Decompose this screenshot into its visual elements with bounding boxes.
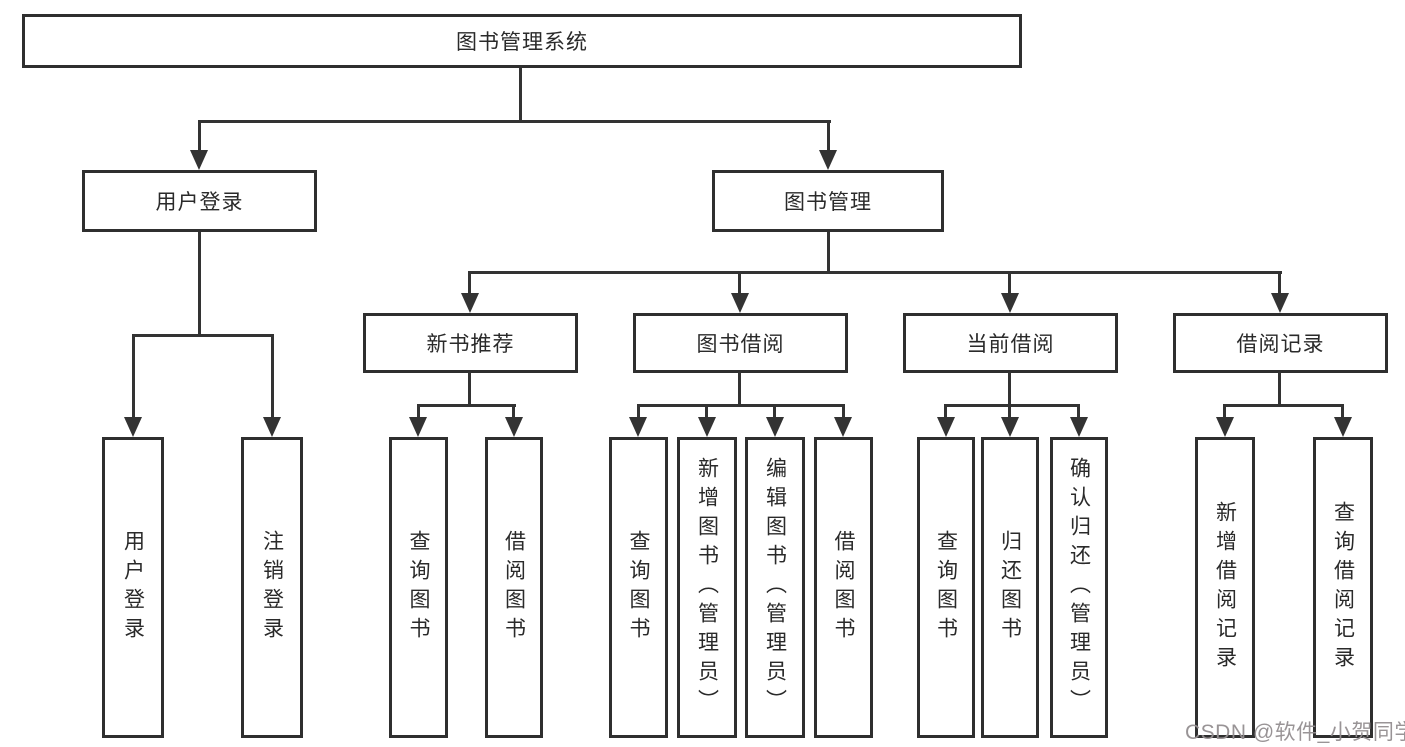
connector-line — [944, 404, 1080, 407]
leaf-edit-books-admin: 编辑图书（管理员） — [745, 437, 805, 738]
node-label: 确认归还（管理员） — [1067, 457, 1091, 718]
node-user-login: 用户登录 — [82, 170, 317, 232]
arrow-down-icon — [1001, 417, 1019, 437]
node-label: 用户登录 — [155, 191, 244, 214]
connector-line — [944, 404, 947, 418]
leaf-borrow-books-recommend: 借阅图书 — [485, 437, 543, 738]
arrow-down-icon — [1271, 293, 1289, 313]
csdn-watermark: CSDN @软件_小贺同学 — [1185, 721, 1405, 744]
connector-line — [842, 404, 845, 418]
arrow-down-icon — [731, 293, 749, 313]
node-book-borrowing: 图书借阅 — [633, 313, 848, 373]
leaf-add-books-admin: 新增图书（管理员） — [677, 437, 737, 738]
connector-line — [198, 120, 201, 154]
node-label: 新增图书（管理员） — [695, 457, 719, 718]
connector-line — [468, 372, 471, 407]
node-label: 注销登录 — [260, 529, 284, 646]
connector-line — [637, 404, 640, 418]
connector-line — [738, 271, 741, 295]
arrow-down-icon — [1001, 293, 1019, 313]
node-label: 新书推荐 — [426, 333, 515, 356]
node-borrowing-records: 借阅记录 — [1173, 313, 1388, 373]
arrow-down-icon — [834, 417, 852, 437]
connector-line — [705, 404, 708, 418]
connector-line — [132, 334, 135, 417]
arrow-down-icon — [698, 417, 716, 437]
connector-line — [1008, 404, 1011, 418]
leaf-logout: 注销登录 — [241, 437, 303, 738]
connector-line — [271, 334, 274, 417]
arrow-down-icon — [629, 417, 647, 437]
arrow-down-icon — [409, 417, 427, 437]
arrow-down-icon — [263, 417, 281, 437]
connector-line — [1278, 271, 1281, 295]
arrow-down-icon — [819, 150, 837, 170]
connector-line — [132, 334, 274, 337]
connector-line — [1223, 404, 1344, 407]
node-label: 用户登录 — [121, 529, 145, 646]
node-label: 查询图书 — [627, 529, 650, 646]
connector-line — [773, 404, 776, 418]
connector-line — [198, 120, 831, 123]
connector-line — [1223, 404, 1226, 418]
arrow-down-icon — [1334, 417, 1352, 437]
node-label: 查询借阅记录 — [1331, 500, 1355, 675]
leaf-user-login: 用户登录 — [102, 437, 164, 738]
leaf-query-books-current: 查询图书 — [917, 437, 975, 738]
arrow-down-icon — [505, 417, 523, 437]
node-label: 当前借阅 — [966, 333, 1055, 356]
node-label: 查询图书 — [934, 529, 958, 646]
node-book-management: 图书管理 — [712, 170, 944, 232]
arrow-down-icon — [766, 417, 784, 437]
node-current-borrowing: 当前借阅 — [903, 313, 1118, 373]
connector-line — [469, 271, 1282, 274]
connector-line — [827, 232, 830, 274]
node-label: 查询图书 — [407, 529, 430, 646]
connector-line — [519, 68, 522, 120]
arrow-down-icon — [1216, 417, 1234, 437]
connector-line — [417, 404, 420, 418]
connector-line — [637, 404, 845, 407]
leaf-query-books-recommend: 查询图书 — [389, 437, 448, 738]
connector-line — [468, 271, 471, 295]
leaf-query-books: 查询图书 — [609, 437, 668, 738]
node-label: 图书借阅 — [696, 333, 785, 356]
leaf-return-books: 归还图书 — [981, 437, 1039, 738]
node-library-system: 图书管理系统 — [22, 14, 1022, 68]
leaf-borrow-books: 借阅图书 — [814, 437, 873, 738]
arrow-down-icon — [461, 293, 479, 313]
connector-line — [1077, 404, 1080, 418]
node-label: 借阅图书 — [502, 529, 526, 646]
node-new-book-recommend: 新书推荐 — [363, 313, 578, 373]
node-label: 归还图书 — [998, 529, 1022, 646]
connector-line — [1008, 372, 1011, 407]
arrow-down-icon — [190, 150, 208, 170]
connector-line — [512, 404, 515, 418]
leaf-query-borrow-record: 查询借阅记录 — [1313, 437, 1373, 738]
arrow-down-icon — [124, 417, 142, 437]
connector-line — [1008, 271, 1011, 295]
connector-line — [738, 372, 741, 407]
node-label: 借阅图书 — [832, 529, 855, 646]
arrow-down-icon — [937, 417, 955, 437]
leaf-confirm-return-admin: 确认归还（管理员） — [1050, 437, 1108, 738]
leaf-add-borrow-record: 新增借阅记录 — [1195, 437, 1255, 738]
node-label: 图书管理系统 — [456, 31, 588, 54]
connector-line — [1341, 404, 1344, 418]
node-label: 编辑图书（管理员） — [763, 457, 787, 718]
node-label: 借阅记录 — [1236, 333, 1325, 356]
connector-line — [417, 404, 516, 407]
connector-line — [198, 232, 201, 336]
node-label: 图书管理 — [784, 191, 872, 214]
arrow-down-icon — [1070, 417, 1088, 437]
node-label: 新增借阅记录 — [1213, 500, 1237, 675]
connector-line — [827, 120, 830, 154]
connector-line — [1278, 372, 1281, 407]
